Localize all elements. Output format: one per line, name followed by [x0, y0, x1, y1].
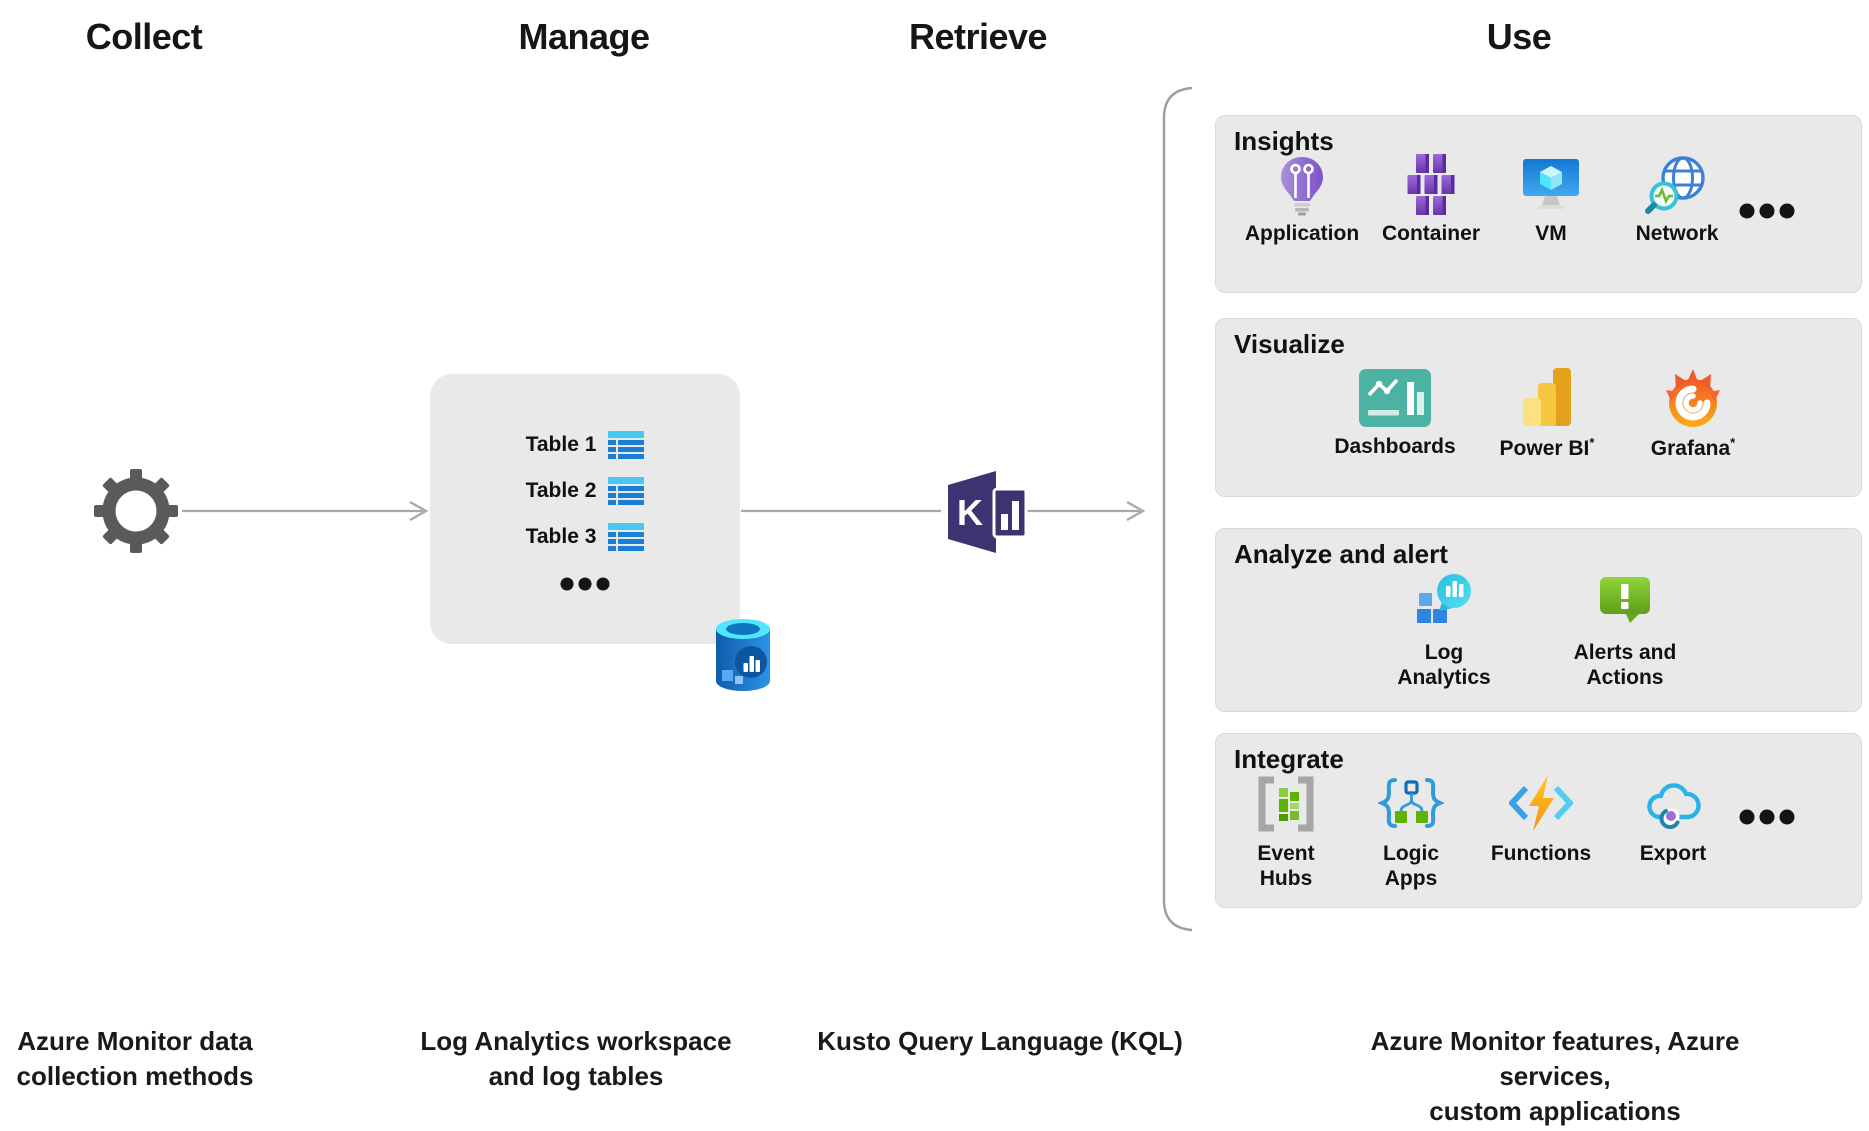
grafana-icon: [1663, 367, 1723, 429]
item-label: Power BI*: [1499, 435, 1595, 460]
item-grafana: Grafana*: [1623, 367, 1763, 462]
item-label: Application: [1244, 222, 1360, 245]
alerts-and-actions-icon: [1599, 567, 1651, 635]
container-insights-icon: [1400, 154, 1462, 216]
item-label: VM: [1535, 222, 1567, 245]
item-network-insights: Network: [1607, 154, 1747, 247]
table-label: Table 1: [525, 433, 597, 456]
item-label: Export: [1639, 842, 1707, 865]
log-table-icon: [608, 523, 645, 551]
table-label: Table 2: [525, 479, 597, 502]
item-container-insights: Container: [1361, 154, 1501, 247]
log-table-icon: [608, 431, 645, 459]
caption-use: Azure Monitor features, Azure services, …: [1370, 1026, 1740, 1127]
log-analytics-workspace-box: Table 1 Table 2 Table 3: [430, 374, 740, 644]
vm-insights-icon: [1522, 154, 1580, 216]
panel-integrate: Integrate Event Hubs: [1215, 733, 1862, 908]
powerbi-icon: [1522, 367, 1572, 429]
item-event-hubs: Event Hubs: [1221, 772, 1351, 892]
column-header-manage: Manage: [518, 16, 650, 57]
logic-apps-icon: [1378, 772, 1444, 836]
table-row: Table 1: [430, 427, 740, 463]
item-label: Dashboards: [1334, 435, 1456, 458]
item-label: Functions: [1490, 842, 1592, 865]
item-functions: Functions: [1476, 772, 1606, 867]
panel-analyze-title: Analyze and alert: [1234, 539, 1448, 569]
item-log-analytics: Log Analytics: [1364, 567, 1524, 691]
log-analytics-workspace-icon: [714, 618, 772, 697]
dashboards-icon: [1359, 367, 1431, 429]
panel-integrate-title: Integrate: [1234, 744, 1344, 774]
item-label: Network: [1635, 222, 1719, 245]
more-tables-ellipsis-icon: [560, 577, 610, 591]
caption-retrieve: Kusto Query Language (KQL): [817, 1026, 1183, 1056]
kql-icon: K: [940, 468, 1028, 561]
panel-visualize: Visualize Dashboards Power BI*: [1215, 318, 1862, 497]
application-insights-icon: [1273, 154, 1331, 216]
item-label: Event Hubs: [1257, 842, 1315, 890]
network-insights-icon: [1645, 154, 1709, 216]
column-header-use: Use: [1486, 16, 1552, 57]
caption-manage: Log Analytics workspace and log tables: [420, 1026, 732, 1092]
more-insights-ellipsis-icon: [1739, 203, 1795, 219]
panel-visualize-title: Visualize: [1234, 329, 1345, 359]
event-hubs-icon: [1255, 772, 1317, 836]
item-label: Logic Apps: [1383, 842, 1439, 890]
item-vm-insights: VM: [1481, 154, 1621, 247]
item-label: Log Analytics: [1397, 641, 1491, 689]
column-header-retrieve: Retrieve: [908, 16, 1048, 57]
export-icon: [1644, 772, 1702, 836]
caption-collect: Azure Monitor data collection methods: [16, 1026, 254, 1092]
column-header-collect: Collect: [85, 16, 203, 57]
item-dashboards: Dashboards: [1325, 367, 1465, 460]
item-logic-apps: Logic Apps: [1346, 772, 1476, 892]
item-alerts-and-actions: Alerts and Actions: [1545, 567, 1705, 691]
panel-insights: Insights Application: [1215, 115, 1862, 293]
item-export: Export: [1608, 772, 1738, 867]
log-analytics-icon: [1415, 567, 1473, 635]
more-integrate-ellipsis-icon: [1739, 809, 1795, 825]
use-group-bracket: [1162, 86, 1193, 932]
footnote-marker: *: [1589, 435, 1595, 450]
log-table-icon: [608, 477, 645, 505]
item-label: Container: [1381, 222, 1480, 245]
item-powerbi: Power BI*: [1477, 367, 1617, 462]
table-row: Table 3: [430, 519, 740, 555]
table-row: Table 2: [430, 473, 740, 509]
functions-icon: [1509, 772, 1573, 836]
item-label: Grafana*: [1650, 435, 1736, 460]
table-label: Table 3: [525, 525, 597, 548]
panel-insights-title: Insights: [1234, 126, 1334, 156]
panel-analyze-and-alert: Analyze and alert Log Analytics: [1215, 528, 1862, 712]
item-application-insights: Application: [1232, 154, 1372, 247]
svg-text:K: K: [957, 492, 983, 533]
footnote-marker: *: [1730, 435, 1736, 450]
item-label: Alerts and Actions: [1573, 641, 1677, 689]
data-collection-gear-icon: [93, 468, 179, 559]
